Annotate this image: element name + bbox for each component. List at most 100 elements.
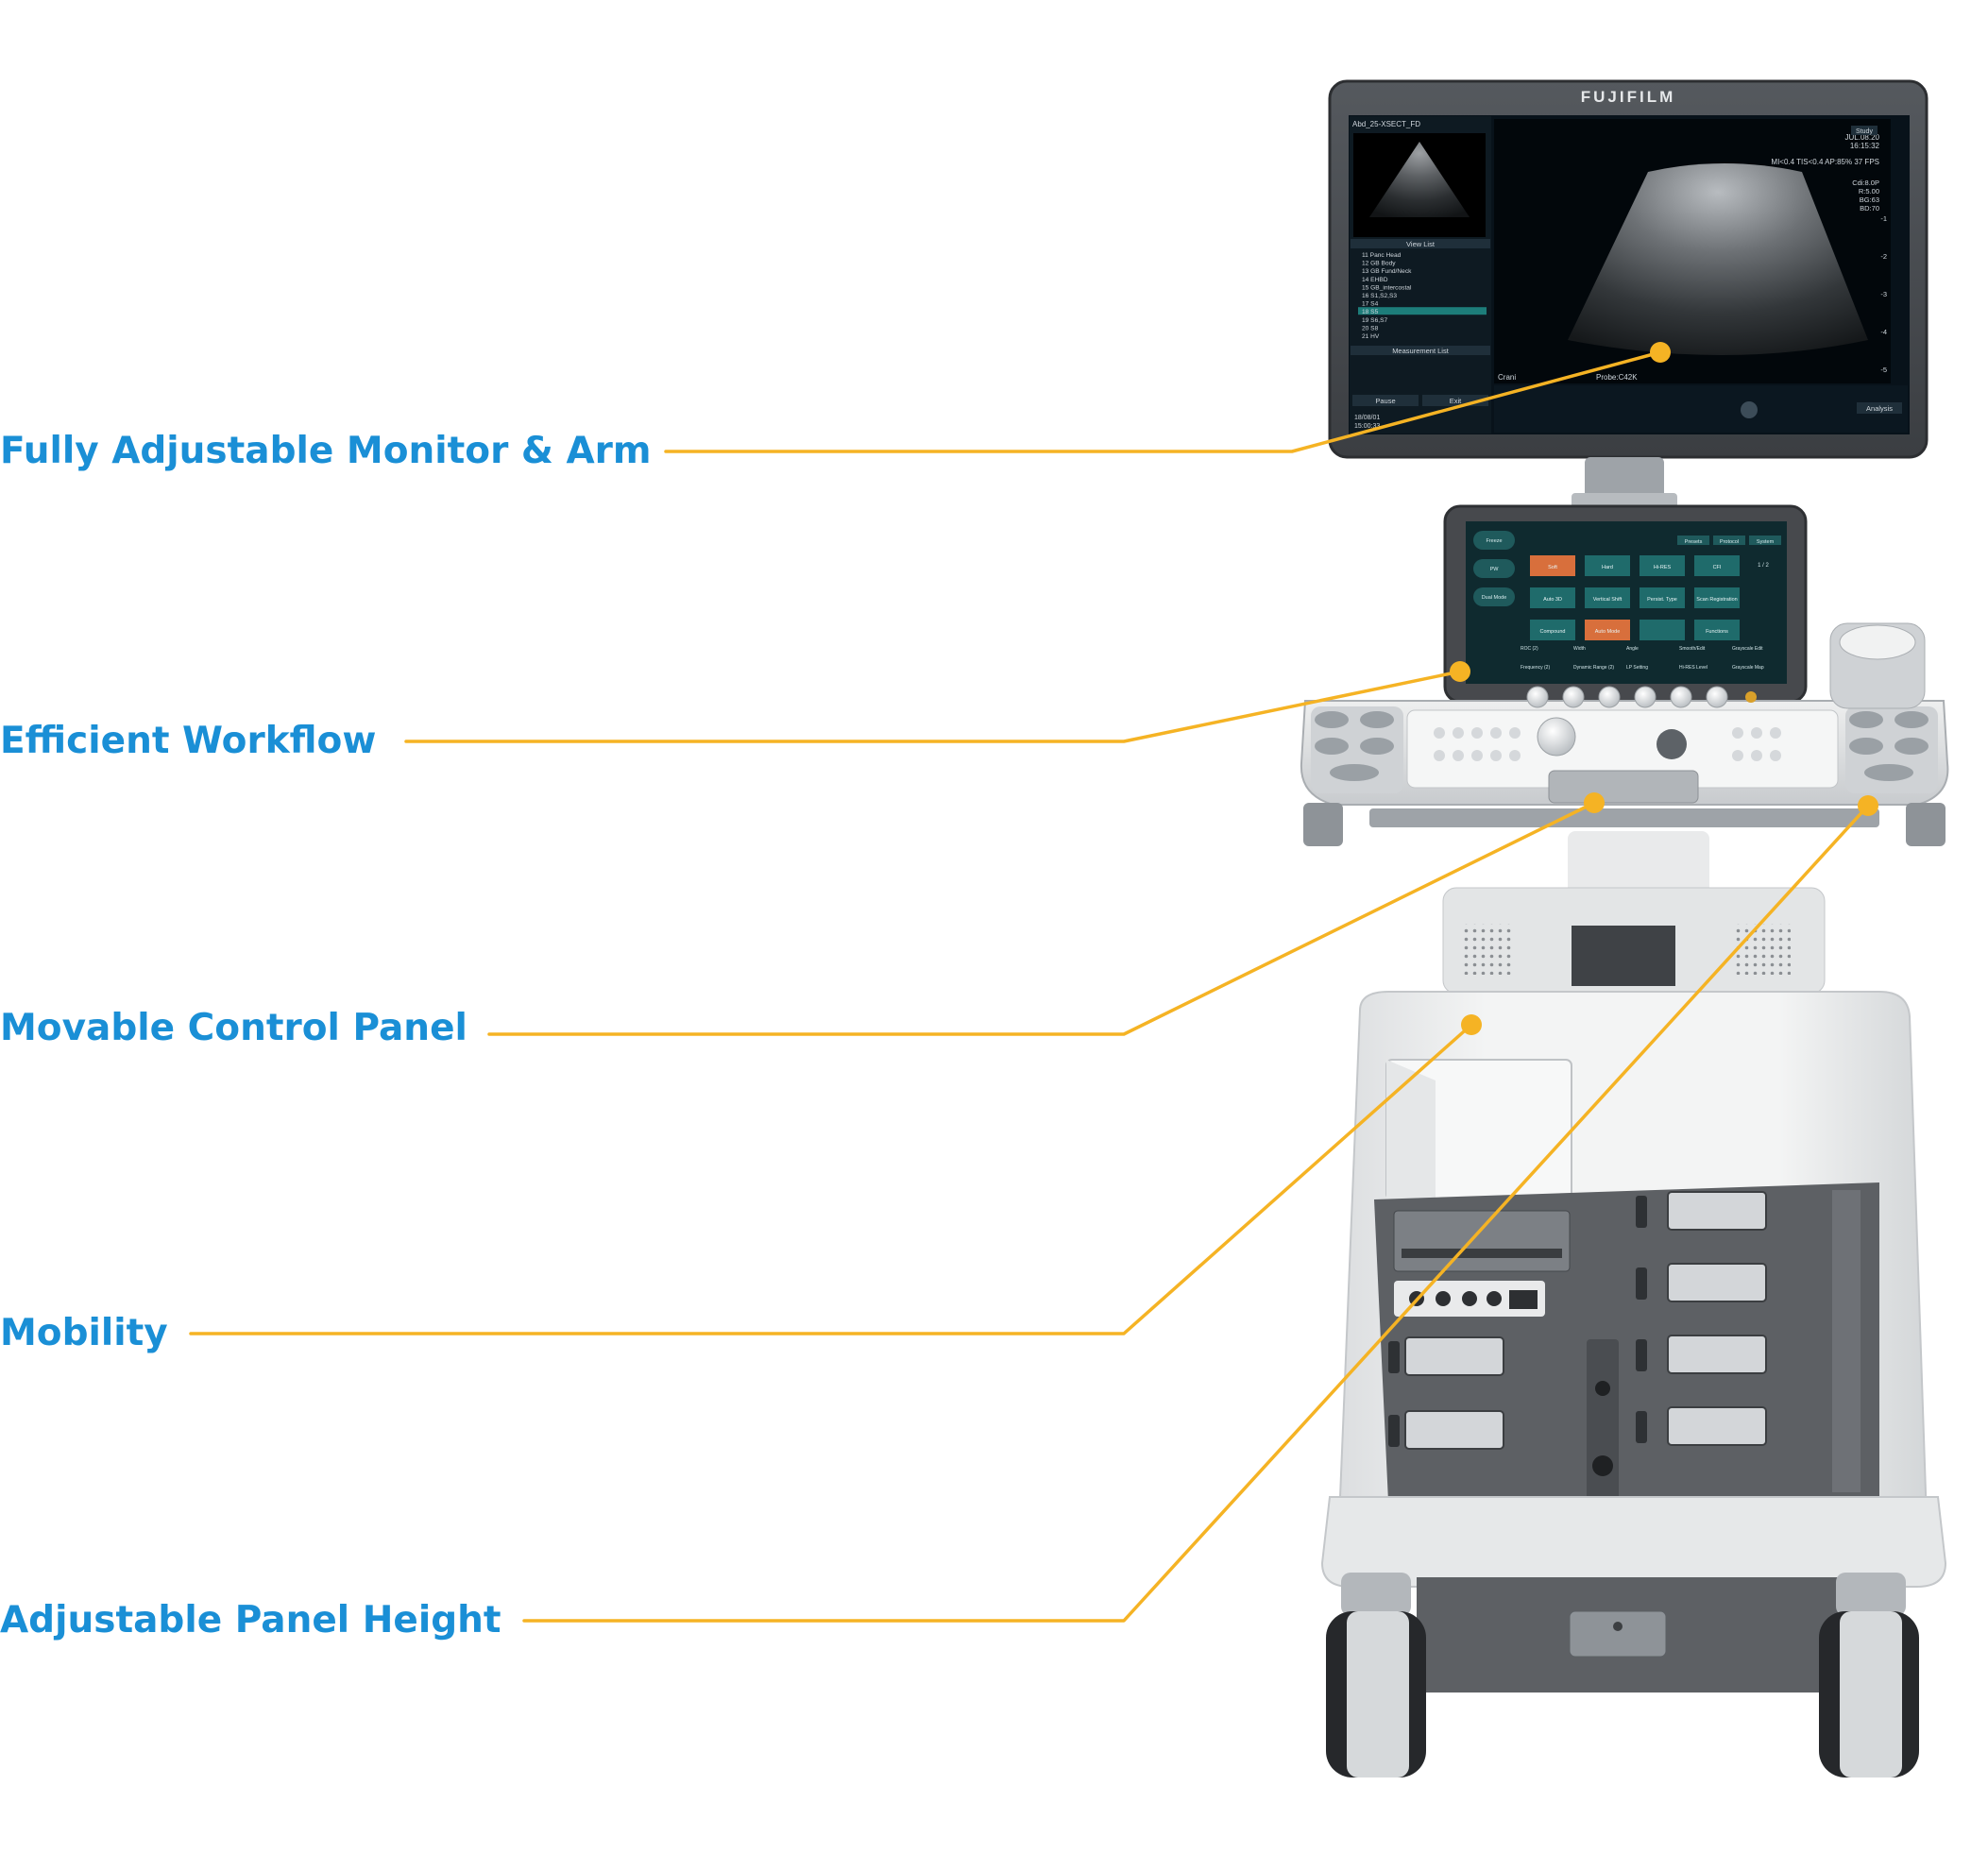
touch-grid-label: Hard [1602, 565, 1613, 570]
touch-slider-label: Hi-RES Level [1679, 665, 1708, 671]
touch-grid-button[interactable] [1585, 555, 1630, 576]
touch-left-button[interactable] [1473, 559, 1515, 578]
probe-connectors [1404, 1191, 1767, 1450]
touch-tab-label: Protocol [1720, 539, 1739, 545]
touch-grid-button[interactable] [1694, 555, 1740, 576]
screen-trackball-icon [1741, 401, 1758, 418]
study-button[interactable] [1851, 126, 1878, 135]
ultrasound-sector [1568, 163, 1868, 355]
clip-time: 15:00:33 [1354, 423, 1380, 430]
depth-knob-icon [1657, 729, 1687, 759]
callout-dot-efficient-workflow [1450, 661, 1470, 682]
touch-slider-label: ROC (2) [1521, 646, 1538, 652]
view-list-item[interactable]: 12 GB Body [1362, 261, 1396, 267]
touch-grid-button[interactable] [1640, 555, 1685, 576]
imaging-param: BG:63 [1860, 196, 1879, 204]
leader-line-adjustable-panel-height [522, 804, 1870, 1623]
callout-dot-movable-control-panel [1584, 792, 1605, 813]
touch-grid-label: Compound [1540, 629, 1566, 635]
depth-scale: -1-2-3-4-5 [1880, 214, 1887, 374]
touch-left-button-label: PW [1490, 567, 1500, 572]
view-list-item[interactable]: 15 GB_intercostal [1362, 284, 1412, 291]
touch-grid-button[interactable] [1530, 620, 1575, 640]
analysis-button[interactable] [1857, 402, 1902, 414]
touch-grid-button[interactable] [1694, 620, 1740, 640]
touch-slider-label: Grayscale Map [1732, 665, 1764, 671]
touch-top-tabs: Presets Protocol System [1677, 536, 1781, 545]
gain-knobs [1526, 686, 1757, 708]
touch-tab[interactable] [1749, 536, 1781, 545]
touch-left-button[interactable] [1473, 531, 1515, 550]
callout-dot-adjustable-panel-height [1858, 795, 1878, 816]
trackball-icon [1537, 717, 1576, 757]
imaging-param: Cdi:8.0P [1852, 179, 1879, 187]
touch-grid-label: Auto 3D [1543, 597, 1562, 603]
pause-button-label: Pause [1375, 397, 1395, 405]
touch-slider-label: Smooth/Edit [1679, 646, 1706, 652]
control-buttons [1434, 727, 1781, 761]
touch-grid-button[interactable] [1585, 587, 1630, 608]
view-list-item[interactable]: 13 GB Fund/Neck [1362, 268, 1412, 275]
callout-label-monitor-arm: Fully Adjustable Monitor & Arm [0, 430, 652, 472]
view-list-item[interactable]: 17 S4 [1362, 301, 1379, 308]
touch-slider-label: LP Setting [1626, 665, 1648, 671]
speaker-grille-left [1460, 924, 1515, 975]
touch-tab-label: Presets [1685, 539, 1703, 545]
view-list-item[interactable]: 21 HV [1362, 333, 1380, 340]
touch-tab[interactable] [1713, 536, 1745, 545]
analysis-button-label: Analysis [1866, 404, 1893, 413]
view-list-item[interactable]: 16 S1,S2,S3 [1362, 293, 1397, 299]
touch-grid-button[interactable] [1530, 555, 1575, 576]
measurement-list-title: Measurement List [1392, 347, 1450, 355]
pause-button[interactable] [1352, 395, 1419, 406]
touch-grid-label: Scan Registration [1696, 597, 1737, 603]
probe-label: Probe:C42K [1596, 373, 1638, 382]
clip-date: 18/08/01 [1354, 415, 1380, 421]
touch-tab[interactable] [1677, 536, 1709, 545]
touch-grid-label: Hi-RES [1654, 565, 1672, 570]
touch-tab-label: System [1757, 539, 1775, 545]
view-list-item[interactable]: 18 S5 [1362, 309, 1379, 315]
study-button-label: Study [1856, 128, 1873, 135]
monitor-arm [1572, 457, 1677, 510]
touch-slider-label: Grayscale Edit [1732, 646, 1763, 652]
exit-button-label: Exit [1450, 397, 1462, 405]
view-list-item[interactable]: 14 EHBD [1362, 277, 1388, 283]
callout-dot-monitor-arm [1650, 342, 1671, 363]
touch-page-indicator: 1 / 2 [1758, 563, 1769, 569]
touch-grid-button[interactable] [1694, 587, 1740, 608]
view-list-item[interactable]: 11 Panc Head [1362, 252, 1402, 259]
leader-line-efficient-workflow [404, 670, 1462, 743]
imaging-params: MI<0.4 TIS<0.4 AP:85% 37 FPS [1771, 158, 1879, 166]
probe-holder-left [1311, 706, 1403, 793]
callout-label-adjustable-panel-height: Adjustable Panel Height [0, 1599, 501, 1641]
touch-grid-label: Vertical Shift [1593, 597, 1623, 603]
touch-left-button[interactable] [1473, 587, 1515, 606]
leader-line-mobility [189, 1023, 1473, 1335]
callout-label-movable-control-panel: Movable Control Panel [0, 1007, 467, 1049]
view-list-title: View List [1406, 240, 1436, 248]
touch-grid-label: Persist. Type [1647, 597, 1677, 603]
touch-grid-button[interactable] [1530, 587, 1575, 608]
speaker-grille-right [1736, 924, 1791, 975]
imaging-param: BD:70 [1860, 204, 1879, 213]
depth-tick: -5 [1880, 366, 1887, 374]
orientation-label: Crani [1498, 373, 1516, 382]
control-panel [1300, 686, 1949, 846]
touch-grid-button[interactable] [1640, 587, 1685, 608]
foot-pedal[interactable] [1569, 1610, 1667, 1658]
touch-grid-button[interactable] [1640, 620, 1685, 640]
touch-grid-label: Soft [1548, 565, 1557, 570]
touch-grid-button[interactable] [1585, 620, 1630, 640]
control-handle [1548, 770, 1699, 804]
view-list-item[interactable]: 19 S6,S7 [1362, 317, 1387, 324]
callout-dot-mobility [1461, 1014, 1482, 1035]
cart-base [1320, 1496, 1947, 1692]
touch-grid: Soft Hard Hi-RES CFI Auto 3D Vertical Shift Pe… [1530, 555, 1740, 640]
touch-grid-label: CFI [1713, 565, 1722, 570]
view-list-item[interactable]: 20 S8 [1362, 325, 1379, 332]
date: JUL.08.20 [1845, 133, 1880, 142]
